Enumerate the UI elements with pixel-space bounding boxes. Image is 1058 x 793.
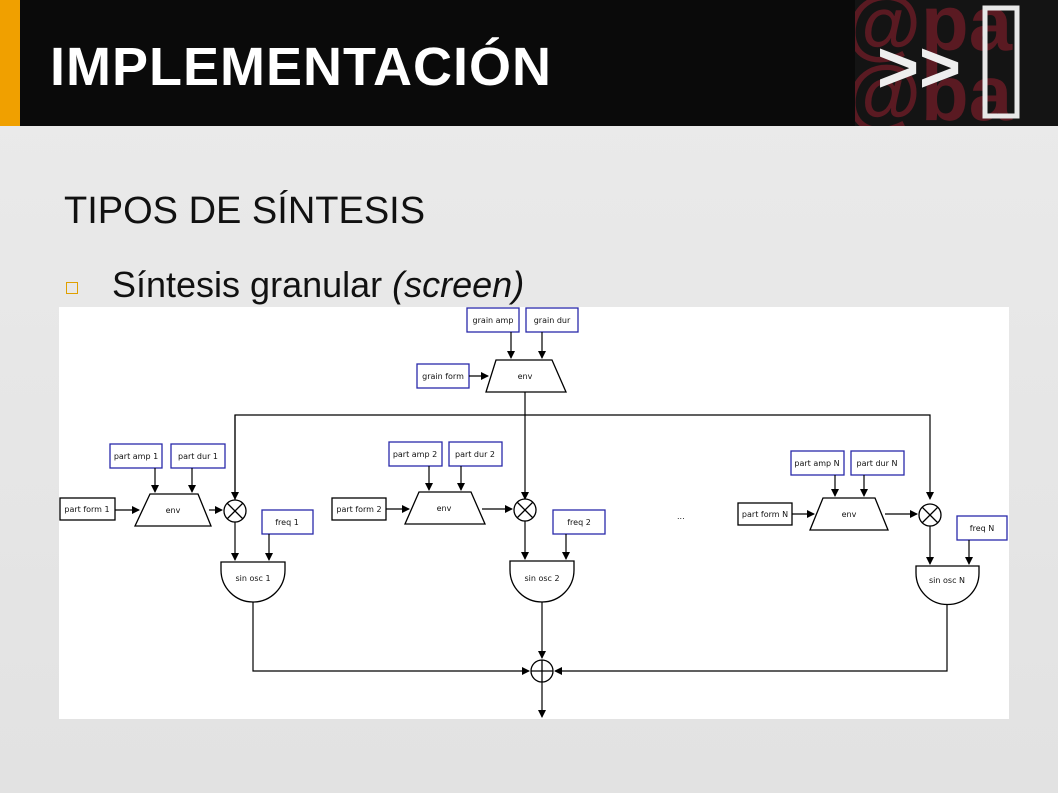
- partial-2: part amp 2 part dur 2 part form 2 env fr…: [331, 441, 606, 603]
- section-subtitle: TIPOS DE SÍNTESIS: [64, 190, 426, 232]
- part-form-1-label: part form 1: [64, 505, 109, 514]
- bullet-main-text: Síntesis granular: [112, 264, 383, 305]
- freq-1-label: freq 1: [275, 518, 299, 527]
- bullet-text: Síntesis granular (screen): [112, 264, 524, 306]
- part-amp-n-label: part amp N: [794, 459, 839, 468]
- diagram-ellipsis: ...: [677, 512, 685, 521]
- sin-osc-1-label: sin osc 1: [235, 574, 270, 583]
- header-accent-bar: [0, 0, 20, 126]
- grain-env-block: env: [485, 359, 567, 393]
- grain-dur-label: grain dur: [534, 316, 571, 325]
- logo-chevrons: >>: [877, 28, 961, 108]
- sin-osc-n-label: sin osc N: [929, 576, 965, 585]
- part-dur-2-label: part dur 2: [455, 450, 495, 459]
- slide-header: IMPLEMENTACIÓN @pa @ba >>: [0, 0, 1058, 126]
- grain-amp-box: grain amp: [466, 307, 520, 333]
- grain-form-label: grain form: [422, 372, 464, 381]
- part-dur-n-label: part dur N: [857, 459, 898, 468]
- grain-form-box: grain form: [416, 363, 470, 389]
- slide-title: IMPLEMENTACIÓN: [50, 37, 552, 97]
- partial-1: part amp 1 part dur 1 part form 1 env fr…: [59, 443, 314, 603]
- freq-2-label: freq 2: [567, 518, 591, 527]
- part-env-1-label: env: [166, 506, 181, 515]
- part-env-n-label: env: [842, 510, 857, 519]
- part-form-n-label: part form N: [742, 510, 788, 519]
- grain-amp-label: grain amp: [473, 316, 514, 325]
- part-dur-1-label: part dur 1: [178, 452, 218, 461]
- partial-n: part amp N part dur N part form N env fr…: [737, 450, 1008, 606]
- part-form-2-label: part form 2: [336, 505, 381, 514]
- granular-synthesis-diagram: grain amp grain dur grain form env part …: [59, 307, 1009, 719]
- part-amp-1-label: part amp 1: [114, 452, 158, 461]
- sin-osc-2-label: sin osc 2: [524, 574, 559, 583]
- grain-env-label: env: [518, 372, 533, 381]
- slide-logo: @pa @ba >>: [855, 0, 1058, 126]
- bullet-square-icon: [66, 282, 78, 294]
- part-amp-2-label: part amp 2: [393, 450, 437, 459]
- part-env-2-label: env: [437, 504, 452, 513]
- grain-dur-box: grain dur: [525, 307, 579, 333]
- bullet-note: (screen): [392, 264, 525, 305]
- freq-n-label: freq N: [970, 524, 994, 533]
